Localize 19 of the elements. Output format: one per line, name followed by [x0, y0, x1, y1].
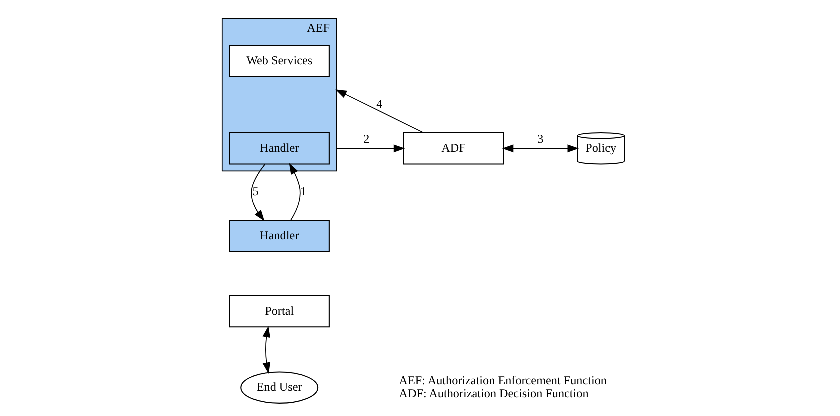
arrow	[336, 144, 406, 153]
node-box: Handler	[229, 132, 330, 165]
edge-label: 2	[364, 132, 370, 146]
edge-label: 5	[252, 184, 259, 199]
label: ADF: Authorization Decision Function	[399, 386, 589, 401]
label: AEF: Authorization Enforcement Function	[399, 374, 607, 388]
edge-label: 1	[300, 184, 306, 199]
edge-label: 3	[538, 132, 544, 146]
arrow	[251, 164, 266, 222]
node-box: Portal	[229, 295, 330, 328]
arrow	[336, 90, 424, 134]
node-ellipse: End User	[240, 372, 319, 404]
arrow	[289, 163, 301, 221]
node-box: Web Services	[229, 44, 330, 78]
arrow	[262, 326, 271, 374]
arrow	[502, 144, 580, 153]
node-box: Handler	[229, 220, 330, 252]
node-box: ADF	[403, 132, 504, 165]
edge-label: 4	[376, 97, 383, 112]
